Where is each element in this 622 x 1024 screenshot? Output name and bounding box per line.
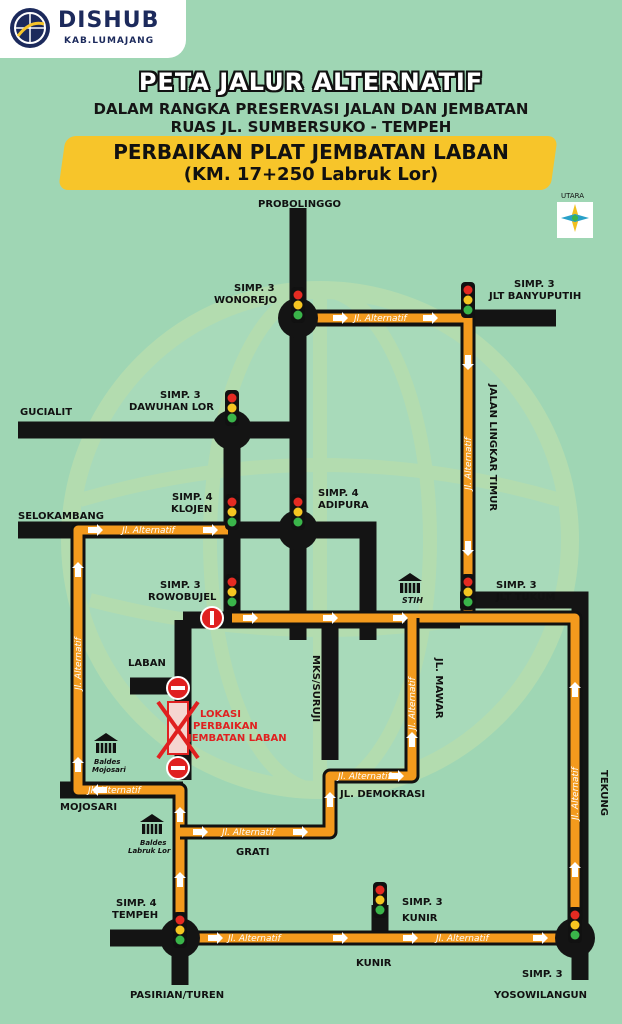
landmark-label: Mojosari (92, 766, 126, 774)
place-selokambang: SELOKAMBANG (18, 511, 104, 522)
junction-wonorejo-type: SIMP. 3 (234, 283, 275, 294)
place-jl-demokrasi: JL. DEMOKRASI (339, 789, 425, 800)
traffic-light-icon (225, 390, 239, 426)
landmark-baldes-labruk: Baldes Labruk Lor (128, 814, 171, 855)
building-icon (140, 814, 164, 834)
route-label: Jl. Alternatif (464, 435, 474, 492)
place-gucialit: GUCIALIT (20, 407, 72, 418)
closure-label: LOKASI PERBAIKAN JEMBATAN LABAN (187, 709, 287, 744)
logo-name: DISHUB (58, 8, 160, 33)
junction-kunir-name: KUNIR (402, 913, 438, 924)
route-label: Jl. Alternatif (86, 786, 143, 796)
place-pasirian: PASIRIAN/TUREN (130, 990, 224, 1001)
junction-klojen-name: KLOJEN (171, 504, 212, 515)
junction-klojen-type: SIMP. 4 (172, 492, 213, 503)
traffic-light-icon (461, 282, 475, 318)
route-labels: Jl. Alternatif Jl. Alternatif Jl. Altern… (74, 314, 581, 944)
place-kunir-road: KUNIR (356, 958, 392, 969)
landmark-label: STIH (402, 596, 423, 605)
traffic-light-icon (291, 494, 305, 530)
route-label: Jl. Alternatif (226, 934, 283, 944)
junction-tempeh-name: TEMPEH (112, 910, 158, 921)
route-label: Jl. Alternatif (74, 635, 84, 692)
place-mojosari: MOJOSARI (60, 802, 117, 813)
traffic-light-icon (225, 494, 239, 530)
route-label: Jl. Alternatif (336, 772, 393, 782)
dishub-logo: DISHUB KAB.LUMAJANG (0, 0, 186, 58)
page-subtitle-1: DALAM RANGKA PRESERVASI JALAN DAN JEMBAT… (93, 100, 529, 118)
junction-banyuputih-type: SIMP. 3 (514, 279, 555, 290)
junction-yosowilangun-type: SIMP. 3 (522, 969, 563, 980)
traffic-light-icon (373, 882, 387, 918)
route-label: Jl. Alternatif (434, 934, 491, 944)
no-entry-signs (166, 606, 224, 780)
junction-yosowilangun-name: YOSOWILANGUN (493, 990, 587, 1001)
route-label: Jl. Alternatif (120, 526, 177, 536)
banner-line-1: PERBAIKAN PLAT JEMBATAN LABAN (113, 140, 509, 164)
route-label: Jl. Alternatif (352, 314, 409, 324)
place-probolinggo: PROBOLINGGO (258, 199, 341, 210)
place-laban: LABAN (128, 658, 166, 669)
route-label: Jl. Alternatif (571, 765, 581, 822)
landmark-label: Baldes (94, 758, 120, 766)
landmark-label: Labruk Lor (128, 847, 171, 855)
junction-dawuhan-type: SIMP. 3 (160, 390, 201, 401)
junction-rowobujel-name: ROWOBUJEL (148, 592, 217, 603)
traffic-light-icon (173, 912, 187, 948)
traffic-light-icon (461, 574, 475, 610)
route-label: Jl. Alternatif (220, 828, 277, 838)
landmark-stih: STIH (398, 573, 423, 605)
bridge-closure-icon (156, 700, 200, 760)
page-title: PETA JALUR ALTERNATIF (138, 68, 484, 96)
page-subtitle-2: RUAS JL. SUMBERSUKO - TEMPEH (170, 118, 452, 136)
closure-line-3: JEMBATAN LABAN (187, 733, 287, 744)
landmark-baldes-mojosari: Baldes Mojosari (92, 733, 126, 774)
closure-line-1: LOKASI (200, 709, 241, 720)
no-entry-icon (200, 606, 224, 630)
junction-wonorejo-name: WONOREJO (214, 295, 277, 306)
junction-rowobujel-type: SIMP. 3 (160, 580, 201, 591)
place-mks-suruji: MKS/SURUJI (310, 655, 321, 722)
junction-tukum-name: JLT TUKUM (495, 592, 555, 603)
place-labels: PROBOLINGGO GUCIALIT SELOKAMBANG LABAN M… (18, 199, 609, 1001)
junction-tukum-type: SIMP. 3 (496, 580, 537, 591)
place-tekung: TEKUNG (598, 770, 609, 816)
junction-banyuputih-name: JLT BANYUPUTIH (488, 291, 581, 302)
compass: UTARA (557, 192, 593, 238)
background-globe (61, 281, 579, 799)
no-entry-icon (166, 756, 190, 780)
logo-subtitle: KAB.LUMAJANG (64, 36, 155, 46)
traffic-light-icon (225, 574, 239, 610)
junction-kunir-type: SIMP. 3 (402, 897, 443, 908)
compass-label: UTARA (561, 192, 584, 200)
place-jl-mawar: JL. MAWAR (433, 657, 444, 719)
place-grati: GRATI (236, 847, 269, 858)
landmark-label: Baldes (140, 839, 166, 847)
route-label: Jl. Alternatif (408, 675, 418, 732)
building-icon (94, 733, 118, 753)
junction-adipura-name: ADIPURA (318, 500, 369, 511)
junction-labels: SIMP. 3 WONOREJO SIMP. 3 JLT BANYUPUTIH … (112, 279, 587, 1001)
junction-tempeh-type: SIMP. 4 (116, 898, 157, 909)
no-entry-icon (166, 676, 190, 700)
dishub-emblem-icon (10, 8, 50, 48)
junction-adipura-type: SIMP. 4 (318, 488, 359, 499)
place-jalan-lingkar-timur: JALAN LINGKAR TIMUR (487, 383, 498, 511)
traffic-light-icon (291, 287, 305, 323)
junction-dawuhan-name: DAWUHAN LOR (129, 402, 214, 413)
traffic-light-icon (568, 907, 582, 943)
closure-line-2: PERBAIKAN (193, 721, 258, 732)
banner-line-2: (KM. 17+250 Labruk Lor) (183, 164, 439, 185)
